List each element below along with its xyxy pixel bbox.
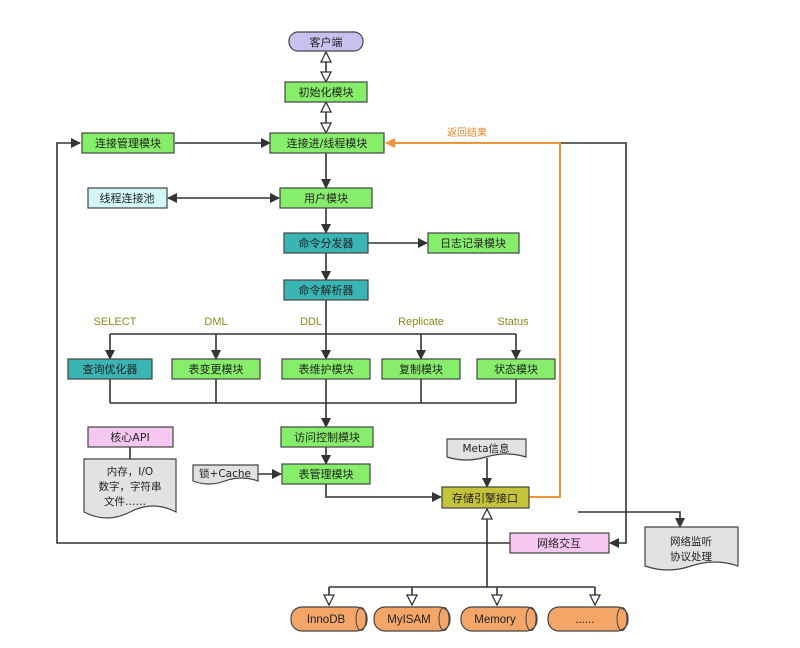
table-change-module[interactable]: 表变更模块: [171, 358, 261, 380]
client-label: 客户端: [310, 35, 343, 49]
init-label: 初始化模块: [299, 85, 354, 99]
branch-status-label: Status: [497, 316, 529, 328]
status-module[interactable]: 状态模块: [476, 358, 556, 380]
core-api-node[interactable]: 核心API: [87, 426, 174, 448]
table-mgmt-module[interactable]: 表管理模块: [281, 463, 371, 485]
net-listen-node[interactable]: 网络监听 协议处理: [644, 526, 739, 571]
thread-pool-node[interactable]: 线程连接池: [87, 187, 168, 209]
edge-right-loop: [558, 142, 627, 548]
engine-myisam[interactable]: MyISAM: [373, 606, 451, 632]
network-node[interactable]: 网络交互: [509, 532, 610, 554]
conn-thread-module[interactable]: 连接进/线程模块: [269, 132, 385, 154]
log-label: 日志记录模块: [440, 237, 506, 250]
edge-return-result: [385, 138, 561, 498]
edge-network-listen: [578, 511, 685, 528]
core-doc-line1: 内存，I/O: [107, 465, 153, 478]
parser-label: 命令解析器: [299, 283, 354, 297]
access-ctrl-module[interactable]: 访问控制模块: [280, 426, 374, 448]
init-module[interactable]: 初始化模块: [284, 81, 368, 103]
engine-memory[interactable]: Memory: [460, 606, 538, 632]
net-listen-line2: 协议处理: [670, 550, 712, 563]
edge-tablemgmt-storage: [325, 484, 442, 502]
access-ctrl-label: 访问控制模块: [294, 430, 360, 444]
optimizer-node[interactable]: 查询优化器: [67, 358, 153, 380]
return-result-label: 返回结果: [447, 126, 487, 139]
parser-node[interactable]: 命令解析器: [283, 279, 369, 301]
dispatcher-node[interactable]: 命令分发器: [283, 232, 369, 254]
replicate-label: 复制模块: [399, 362, 443, 376]
core-api-label: 核心API: [110, 430, 149, 444]
engine-memory-label: Memory: [474, 614, 516, 626]
dispatcher-label: 命令分发器: [299, 236, 354, 250]
conn-mgmt-label: 连接管理模块: [95, 136, 161, 150]
branch-dml-label: DML: [204, 316, 227, 328]
nodes: 客户端 初始化模块 连接进/线程模块 连接管理模块 线程连接池 用户模块 命令分…: [67, 31, 739, 571]
log-module[interactable]: 日志记录模块: [427, 232, 520, 254]
table-mgmt-label: 表管理模块: [299, 467, 354, 481]
table-maint-label: 表维护模块: [299, 362, 354, 376]
table-maint-module[interactable]: 表维护模块: [281, 358, 371, 380]
edge-network-connmgmt: [56, 138, 510, 544]
lock-cache-label: 锁+Cache: [199, 467, 251, 480]
status-label: 状态模块: [494, 362, 538, 376]
connectors: [56, 52, 685, 605]
engine-more[interactable]: ......: [547, 606, 629, 632]
core-doc-line3: 文件……: [104, 495, 146, 508]
client-node[interactable]: 客户端: [288, 31, 364, 52]
conn-mgmt-module[interactable]: 连接管理模块: [81, 132, 175, 154]
branch-ddl-label: DDL: [300, 316, 322, 328]
optimizer-label: 查询优化器: [83, 362, 138, 376]
thread-pool-label: 线程连接池: [100, 191, 155, 205]
replicate-module[interactable]: 复制模块: [381, 358, 461, 380]
engine-more-label: ......: [575, 614, 594, 626]
core-doc-line2: 数字，字符串: [99, 480, 162, 493]
branch-replicate-label: Replicate: [398, 316, 444, 328]
conn-thread-label: 连接进/线程模块: [287, 136, 368, 150]
storage-interface-node[interactable]: 存储引擎接口: [441, 486, 530, 509]
net-listen-line1: 网络监听: [670, 535, 712, 548]
branch-select-label: SELECT: [94, 316, 137, 328]
engine-myisam-label: MyISAM: [387, 614, 430, 626]
storage-interface-label: 存储引擎接口: [452, 491, 518, 505]
meta-node[interactable]: Meta信息: [446, 438, 527, 461]
lock-cache-node[interactable]: 锁+Cache: [192, 464, 259, 485]
meta-label: Meta信息: [462, 442, 509, 455]
storage-engines: InnoDB MyISAM Memory ......: [290, 606, 629, 632]
engine-innodb[interactable]: InnoDB: [290, 606, 368, 632]
user-module[interactable]: 用户模块: [279, 187, 373, 209]
user-label: 用户模块: [304, 191, 348, 205]
engine-innodb-label: InnoDB: [307, 614, 346, 626]
network-label: 网络交互: [537, 536, 581, 550]
core-doc-node: 内存，I/O 数字，字符串 文件……: [83, 458, 177, 519]
table-change-label: 表变更模块: [189, 362, 244, 376]
